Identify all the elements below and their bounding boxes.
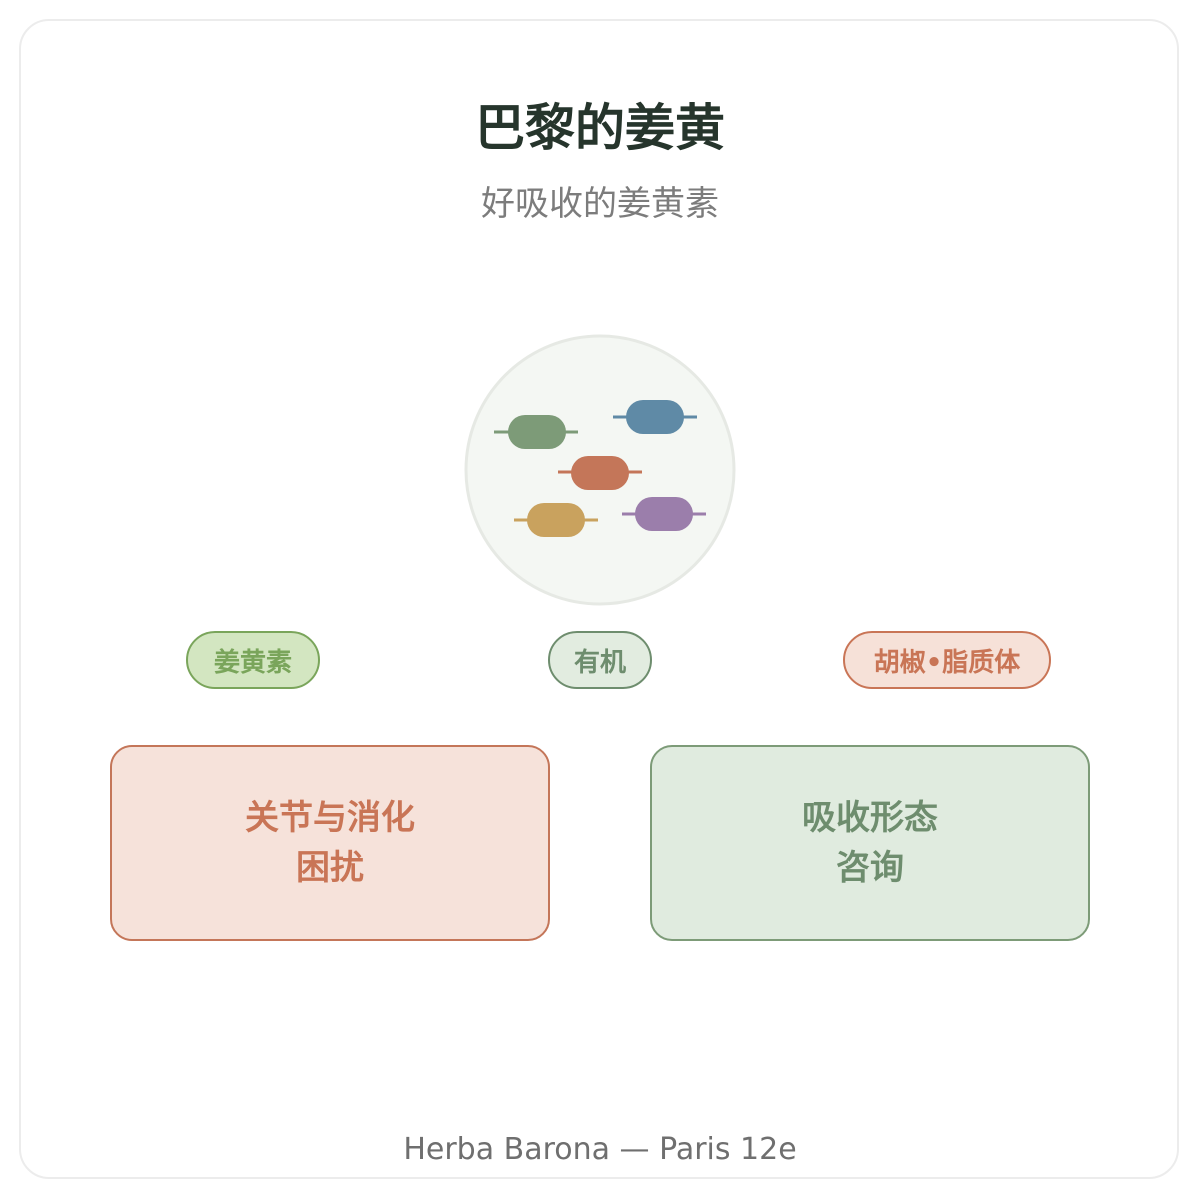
tag-label: 姜黄素 (213, 647, 292, 678)
page-subtitle: 好吸收的姜黄素 (481, 184, 719, 224)
box-line-2: 咨询 (836, 848, 904, 888)
footer-text: Herba Barona — Paris 12e (403, 1132, 797, 1167)
page-title: 巴黎的姜黄 (475, 99, 725, 157)
capsule-purple-icon (622, 497, 706, 531)
capsule-blue-icon (613, 400, 697, 434)
box-line-2: 困扰 (296, 848, 364, 888)
box-joint-digestion: 关节与消化 困扰 (110, 745, 550, 941)
tag-organic: 有机 (548, 631, 652, 689)
capsule-orange-icon (558, 456, 642, 490)
tag-label: 胡椒•脂质体 (873, 647, 1021, 678)
capsule-green-icon (494, 415, 578, 449)
capsule-yellow-icon (514, 503, 598, 537)
box-absorption-consult: 吸收形态 咨询 (650, 745, 1090, 941)
capsules-illustration (464, 334, 736, 606)
box-line-1: 吸收形态 (802, 798, 938, 838)
tag-label: 有机 (573, 647, 626, 678)
tag-pepper-liposome: 胡椒•脂质体 (843, 631, 1051, 689)
tag-curcumin: 姜黄素 (186, 631, 320, 689)
box-line-1: 关节与消化 (245, 798, 415, 838)
